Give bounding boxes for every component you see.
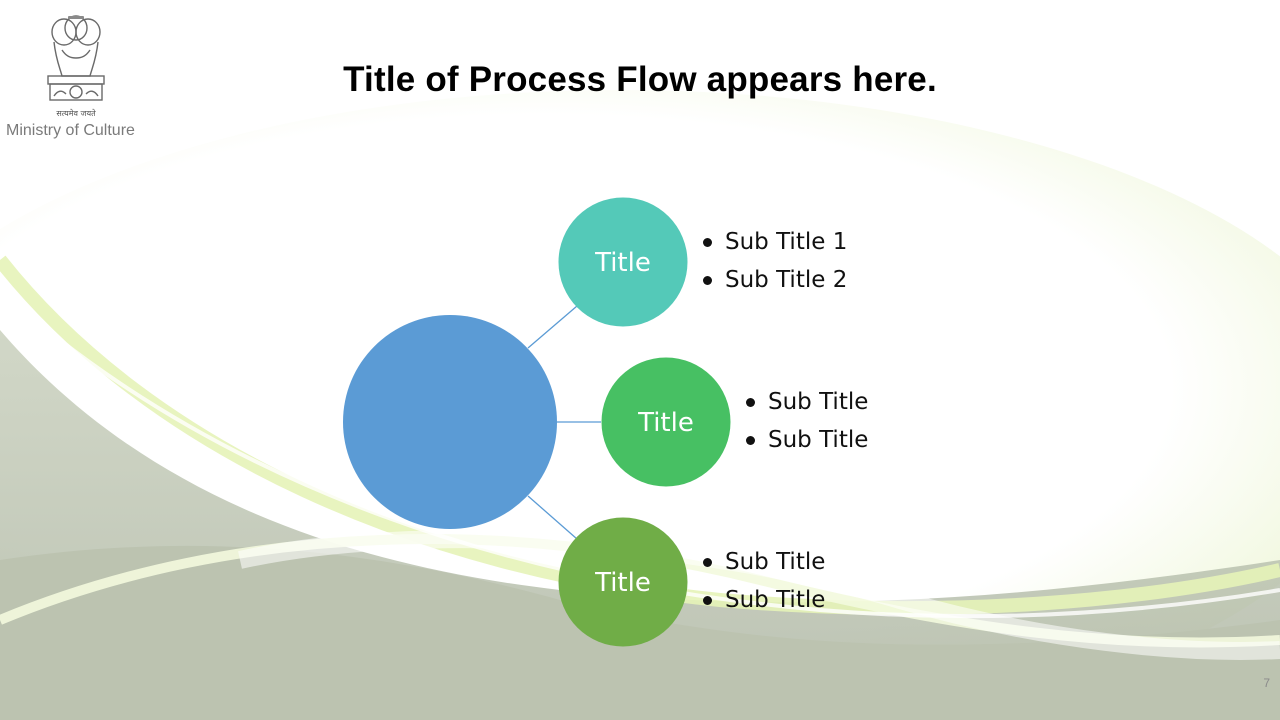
- node-label-1: Title: [594, 248, 651, 278]
- node-circle-1: [558, 197, 688, 327]
- bullet-item: Sub Title: [746, 383, 868, 421]
- bullet-item: Sub Title 1: [703, 223, 847, 261]
- bullet-item: Sub Title: [703, 543, 825, 581]
- emblem-motto: सत्यमेव जयते: [56, 108, 96, 118]
- ministry-label: Ministry of Culture: [6, 122, 135, 139]
- node-label-2: Title: [637, 408, 694, 438]
- bullet-item: Sub Title: [703, 581, 825, 619]
- bullet-list-1: Sub Title 1 Sub Title 2: [703, 223, 847, 299]
- page-title: Title of Process Flow appears here.: [343, 60, 937, 99]
- state-emblem-logo: सत्यमेव जयते: [47, 15, 105, 118]
- connector-line-1: [527, 305, 578, 349]
- bullet-item: Sub Title 2: [703, 261, 847, 299]
- bullet-item: Sub Title: [746, 421, 868, 459]
- node-circle-3: [558, 517, 688, 647]
- connector-line-3: [527, 495, 578, 540]
- bullet-list-3: Sub Title Sub Title: [703, 543, 825, 619]
- node-circle-2: [601, 357, 731, 487]
- page-number: 7: [1263, 676, 1270, 690]
- node-label-3: Title: [594, 568, 651, 598]
- bullet-list-2: Sub Title Sub Title: [746, 383, 868, 459]
- hub-circle: [343, 315, 557, 529]
